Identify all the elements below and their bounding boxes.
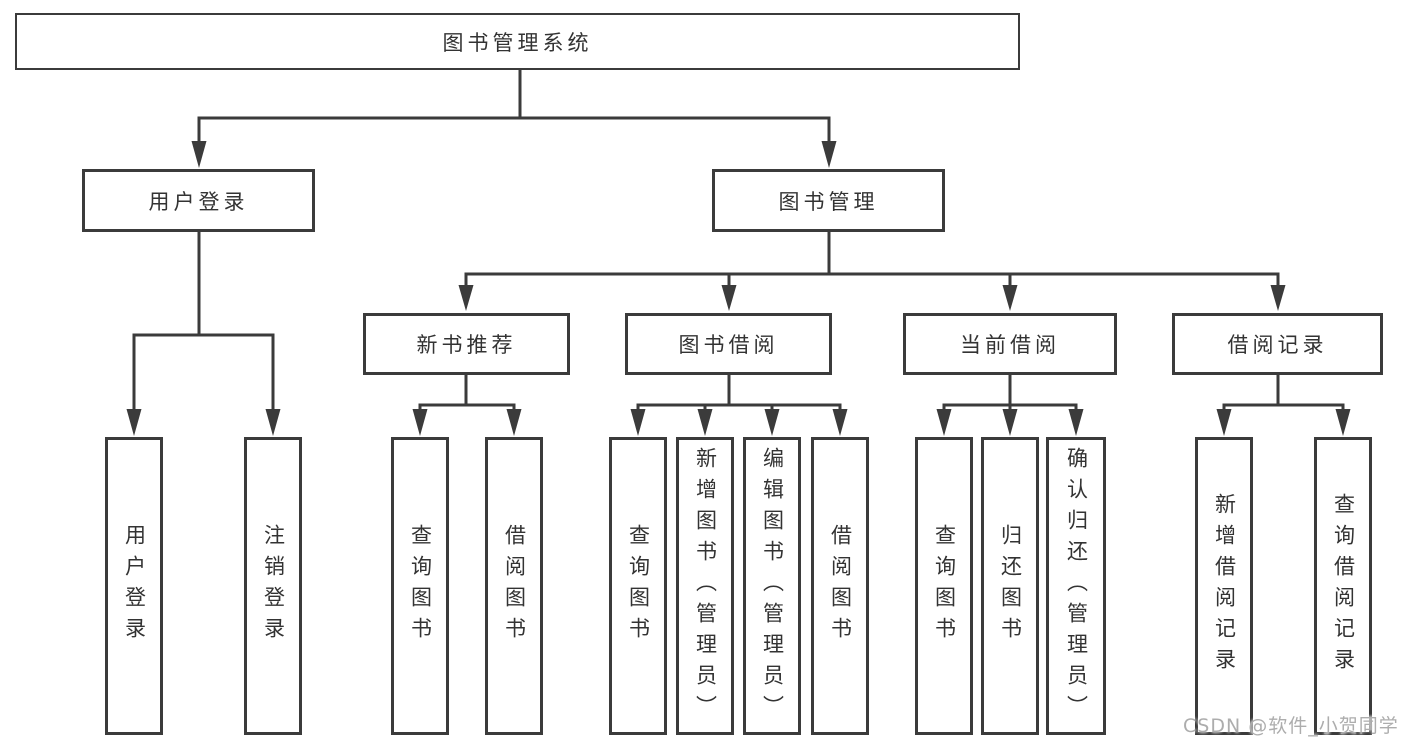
leaf-query-books-recommend: 查询图书 bbox=[391, 437, 449, 735]
leaf-confirm-return-admin: 确认归还（管理员） bbox=[1046, 437, 1106, 735]
connector-paths bbox=[132, 70, 1345, 412]
node-user-login: 用户登录 bbox=[82, 169, 315, 232]
leaf-edit-book-admin: 编辑图书（管理员） bbox=[743, 437, 801, 735]
watermark: CSDN @软件_小贺同学 bbox=[1183, 715, 1399, 737]
leaf-query-borrow-record: 查询借阅记录 bbox=[1314, 437, 1372, 735]
leaf-add-book-admin: 新增图书（管理员） bbox=[676, 437, 734, 735]
node-book-borrowing: 图书借阅 bbox=[625, 313, 832, 375]
leaf-user-login: 用户登录 bbox=[105, 437, 163, 735]
leaf-add-borrow-record: 新增借阅记录 bbox=[1195, 437, 1253, 735]
leaf-query-books-borrowing: 查询图书 bbox=[609, 437, 667, 735]
node-current-borrowing: 当前借阅 bbox=[903, 313, 1117, 375]
leaf-borrow-books-recommend: 借阅图书 bbox=[485, 437, 543, 735]
node-book-management: 图书管理 bbox=[712, 169, 945, 232]
leaf-query-books-current: 查询图书 bbox=[915, 437, 973, 735]
node-new-book-recommendation: 新书推荐 bbox=[363, 313, 570, 375]
node-library-management-system: 图书管理系统 bbox=[15, 13, 1020, 70]
leaf-return-book: 归还图书 bbox=[981, 437, 1039, 735]
node-borrowing-records: 借阅记录 bbox=[1172, 313, 1383, 375]
leaf-logout: 注销登录 bbox=[244, 437, 302, 735]
leaf-borrow-books-borrowing: 借阅图书 bbox=[811, 437, 869, 735]
